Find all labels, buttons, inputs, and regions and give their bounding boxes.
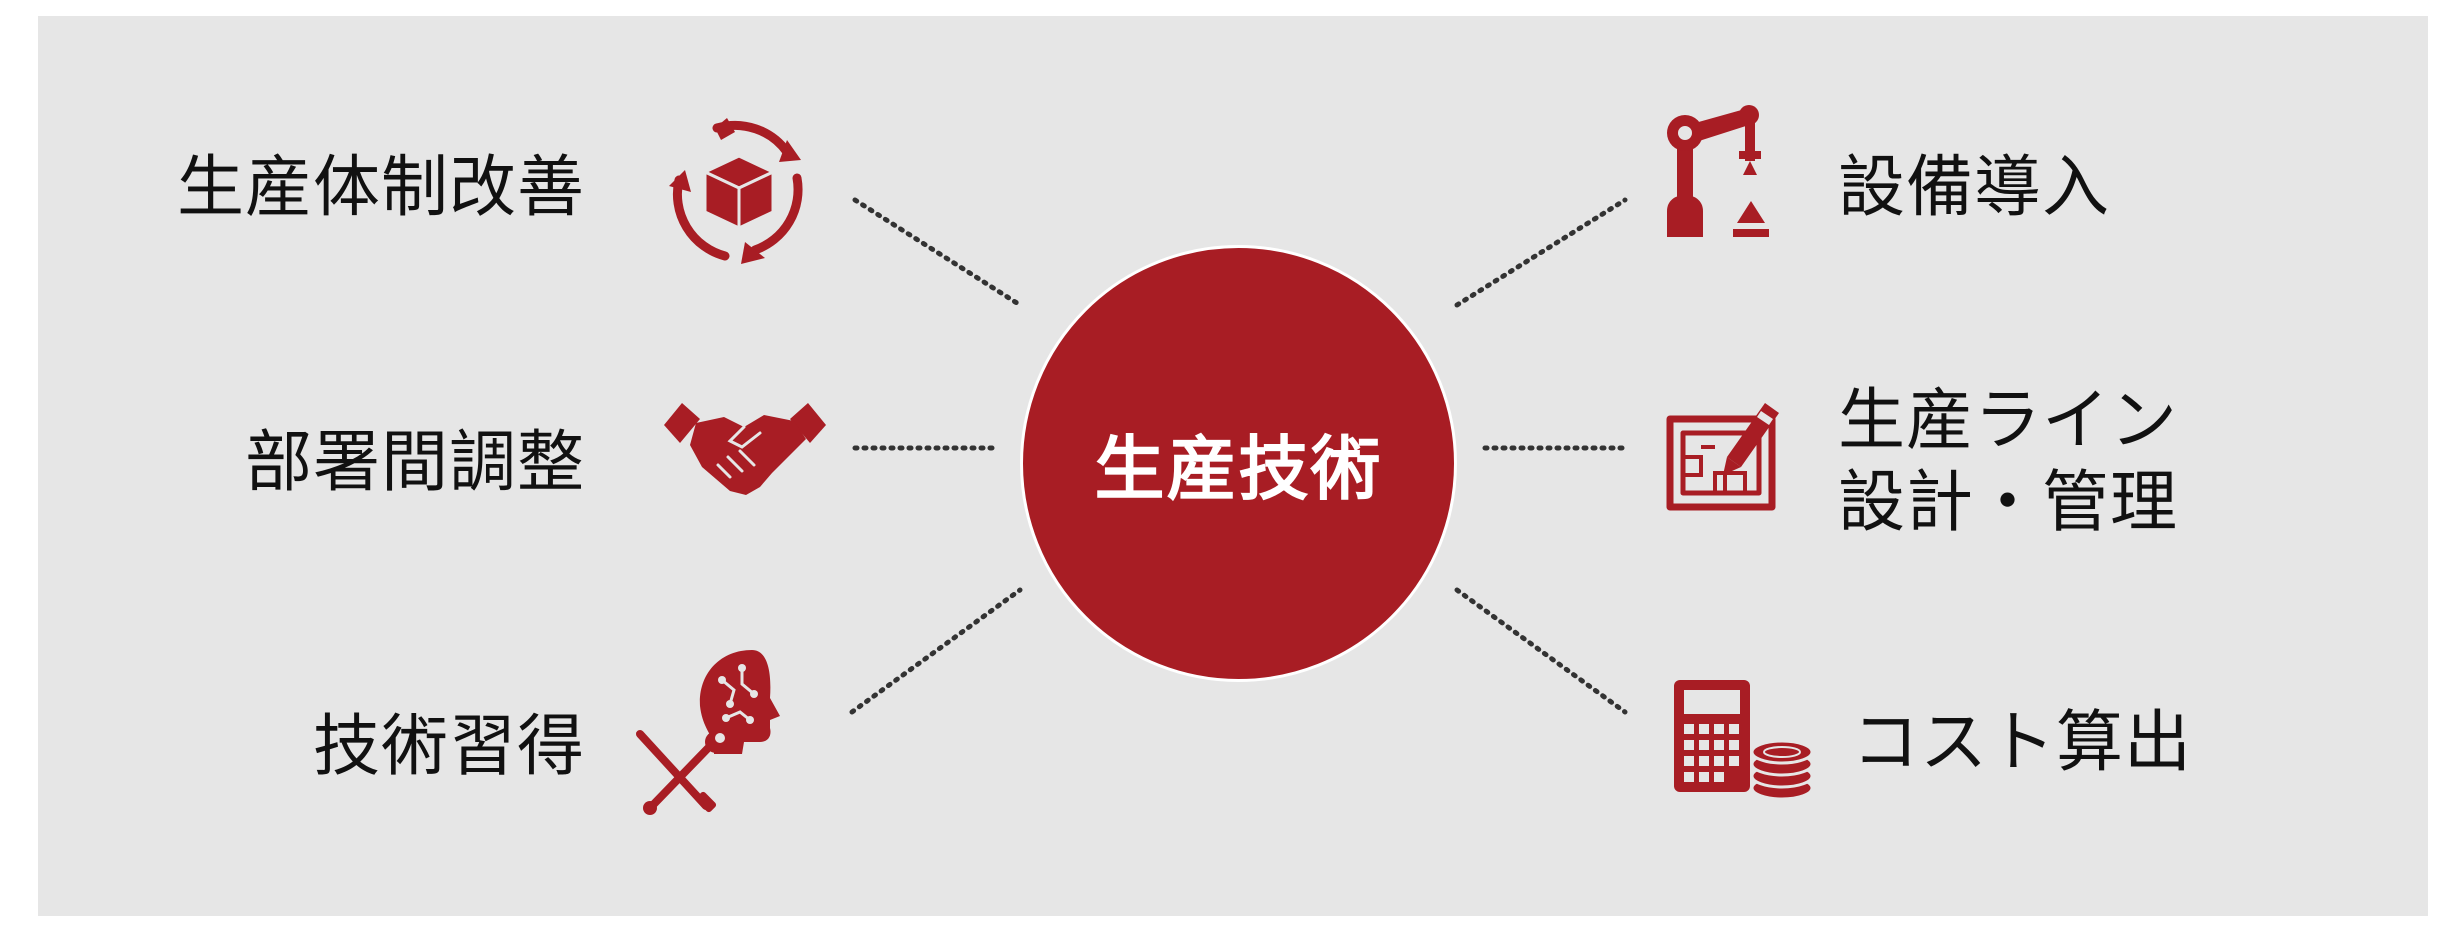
left-item-label-department-coordination: 部署間調整 xyxy=(245,423,585,501)
center-label: 生産技術 xyxy=(1094,428,1383,510)
blueprint-edit-icon xyxy=(1666,403,1779,511)
connector-top-left xyxy=(852,197,1023,308)
robot-arm-icon xyxy=(1667,105,1769,237)
right-item-label-cost-calculation: コスト算出 xyxy=(1852,703,2192,781)
connector-bottom-right xyxy=(1454,587,1628,715)
left-item-label-skill-acquisition: 技術習得 xyxy=(313,707,585,785)
right-item-label-line-design: 生産ライン 設計・管理 xyxy=(1838,381,2178,541)
connector-bottom-left xyxy=(849,587,1023,715)
box-cycle-icon xyxy=(669,118,803,264)
left-item-label-production-system: 生産体制改善 xyxy=(177,148,585,226)
center-node: 生産技術 xyxy=(1020,245,1457,682)
calculator-coins-icon xyxy=(1674,680,1814,801)
right-item-label-equipment-introduction: 設備導入 xyxy=(1838,148,2110,226)
connector-top-right xyxy=(1454,197,1628,308)
handshake-icon xyxy=(664,403,826,495)
brain-tools-icon xyxy=(636,650,780,815)
